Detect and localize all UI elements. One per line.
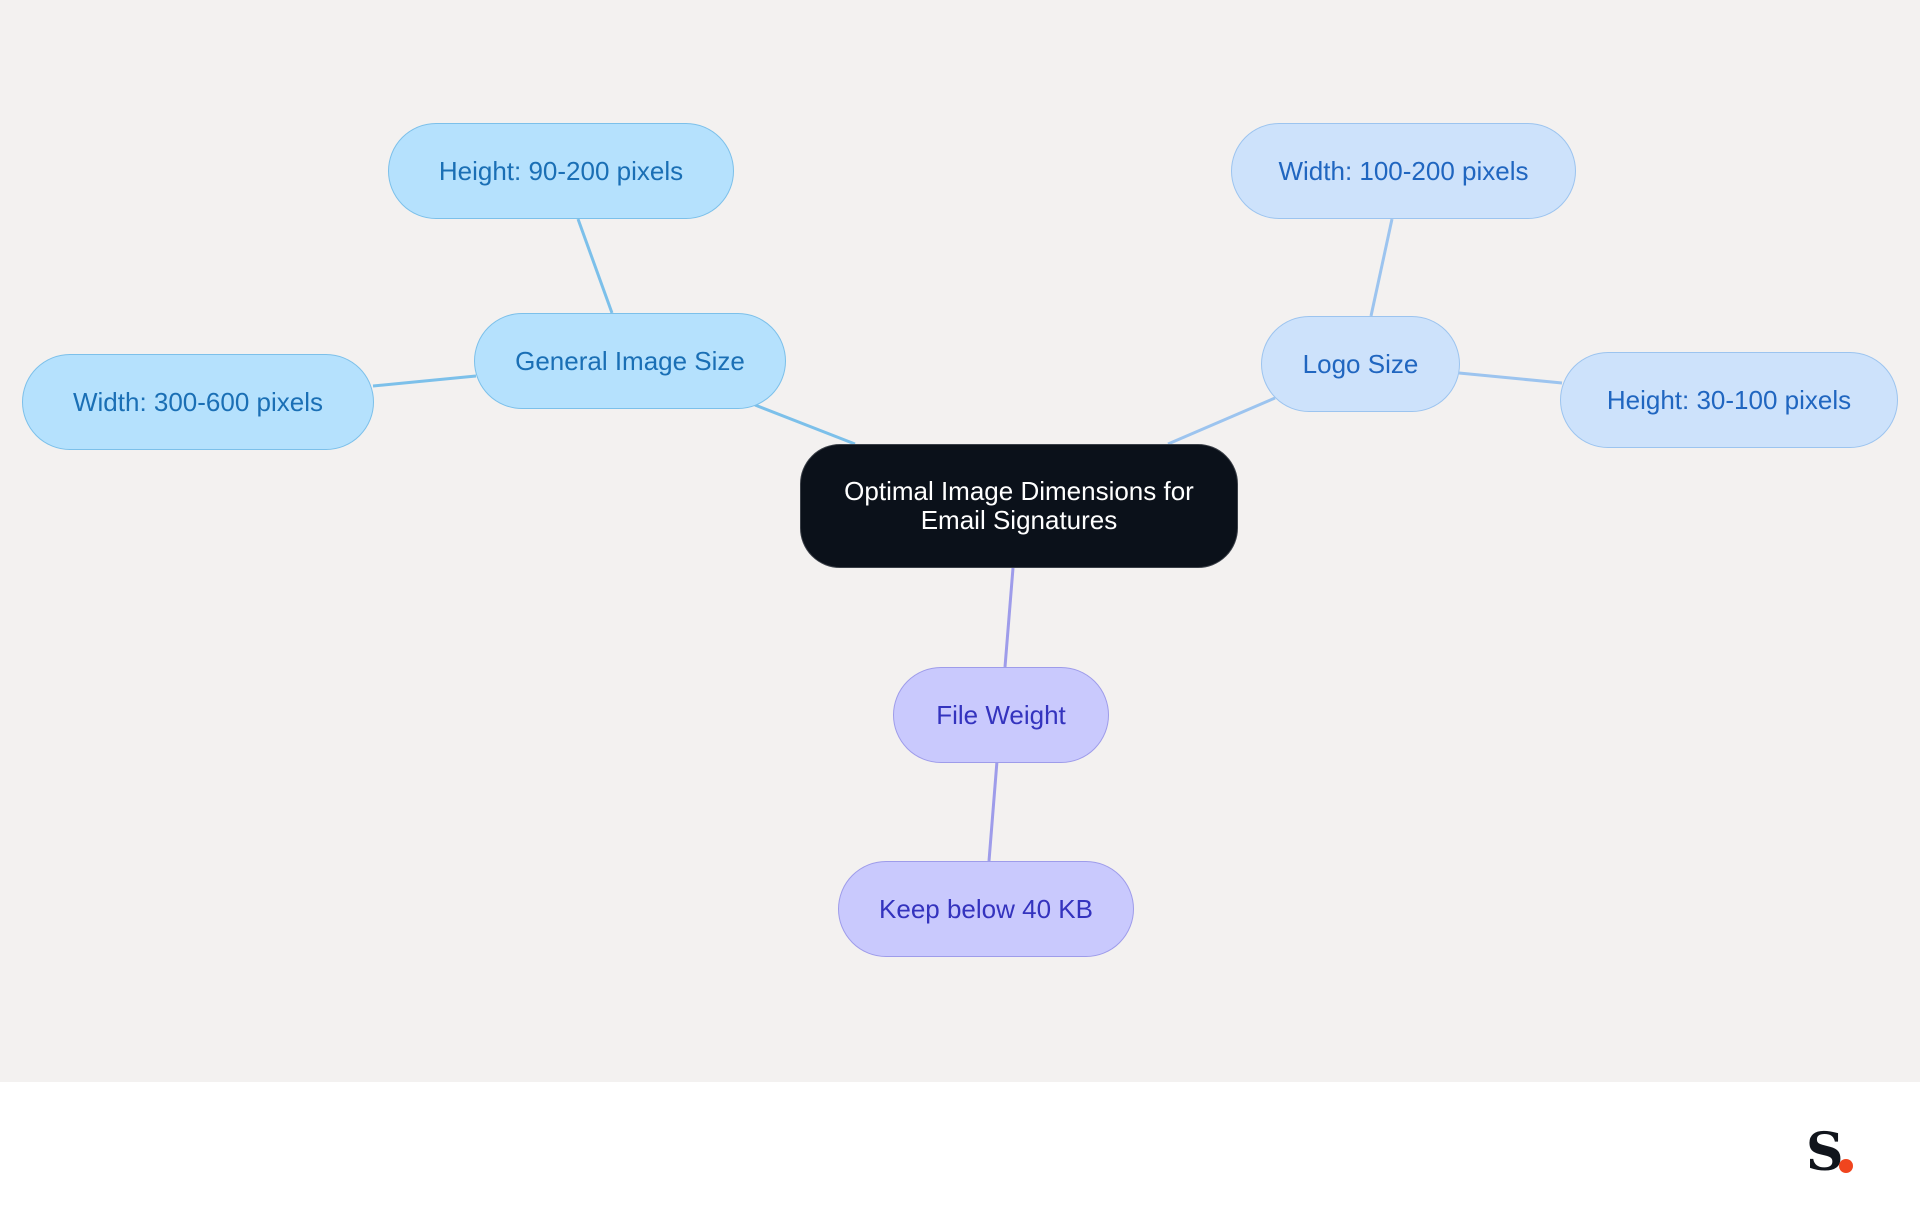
leaf-node-width-300-600[interactable]: Width: 300-600 pixels	[22, 354, 374, 450]
edge-root-general	[754, 403, 856, 446]
edge-logo-width	[1369, 218, 1394, 317]
branch-node-label: Logo Size	[1302, 348, 1419, 379]
brand-logo-letter: S	[1806, 1122, 1844, 1180]
leaf-node-width-100-200[interactable]: Width: 100-200 pixels	[1231, 123, 1576, 219]
leaf-node-label: Height: 90-200 pixels	[438, 155, 684, 186]
leaf-node-height-30-100[interactable]: Height: 30-100 pixels	[1560, 352, 1898, 448]
brand-logo: S	[1806, 1122, 1853, 1180]
leaf-node-label: Width: 100-200 pixels	[1278, 155, 1529, 186]
edge-logo-height	[1458, 371, 1563, 385]
edge-general-height	[576, 218, 614, 314]
leaf-node-height-90-200[interactable]: Height: 90-200 pixels	[388, 123, 734, 219]
branch-node-logo-size[interactable]: Logo Size	[1261, 316, 1460, 412]
brand-logo-dot	[1839, 1159, 1853, 1173]
leaf-node-keep-below-40kb[interactable]: Keep below 40 KB	[838, 861, 1134, 957]
branch-node-general-image-size[interactable]: General Image Size	[474, 313, 786, 409]
leaf-node-label: Width: 300-600 pixels	[72, 386, 324, 417]
edge-root-logo	[1167, 396, 1276, 446]
branch-node-label: General Image Size	[515, 345, 745, 376]
root-node-label-line2: Email Signatures	[920, 505, 1118, 535]
diagram-canvas: Optimal Image Dimensions for Email Signa…	[0, 0, 1920, 1082]
root-node-label-line1: Optimal Image Dimensions for	[844, 476, 1194, 506]
root-node[interactable]: Optimal Image Dimensions for Email Signa…	[800, 444, 1238, 568]
branch-node-file-weight[interactable]: File Weight	[893, 667, 1109, 763]
edge-file-keep	[987, 760, 999, 862]
footer	[0, 1082, 1920, 1215]
branch-node-label: File Weight	[936, 699, 1066, 730]
leaf-node-label: Height: 30-100 pixels	[1606, 384, 1852, 415]
leaf-node-label: Keep below 40 KB	[879, 893, 1093, 924]
diagram-edges	[372, 218, 1563, 862]
edge-root-file	[1003, 567, 1015, 668]
edge-general-width	[372, 374, 477, 388]
